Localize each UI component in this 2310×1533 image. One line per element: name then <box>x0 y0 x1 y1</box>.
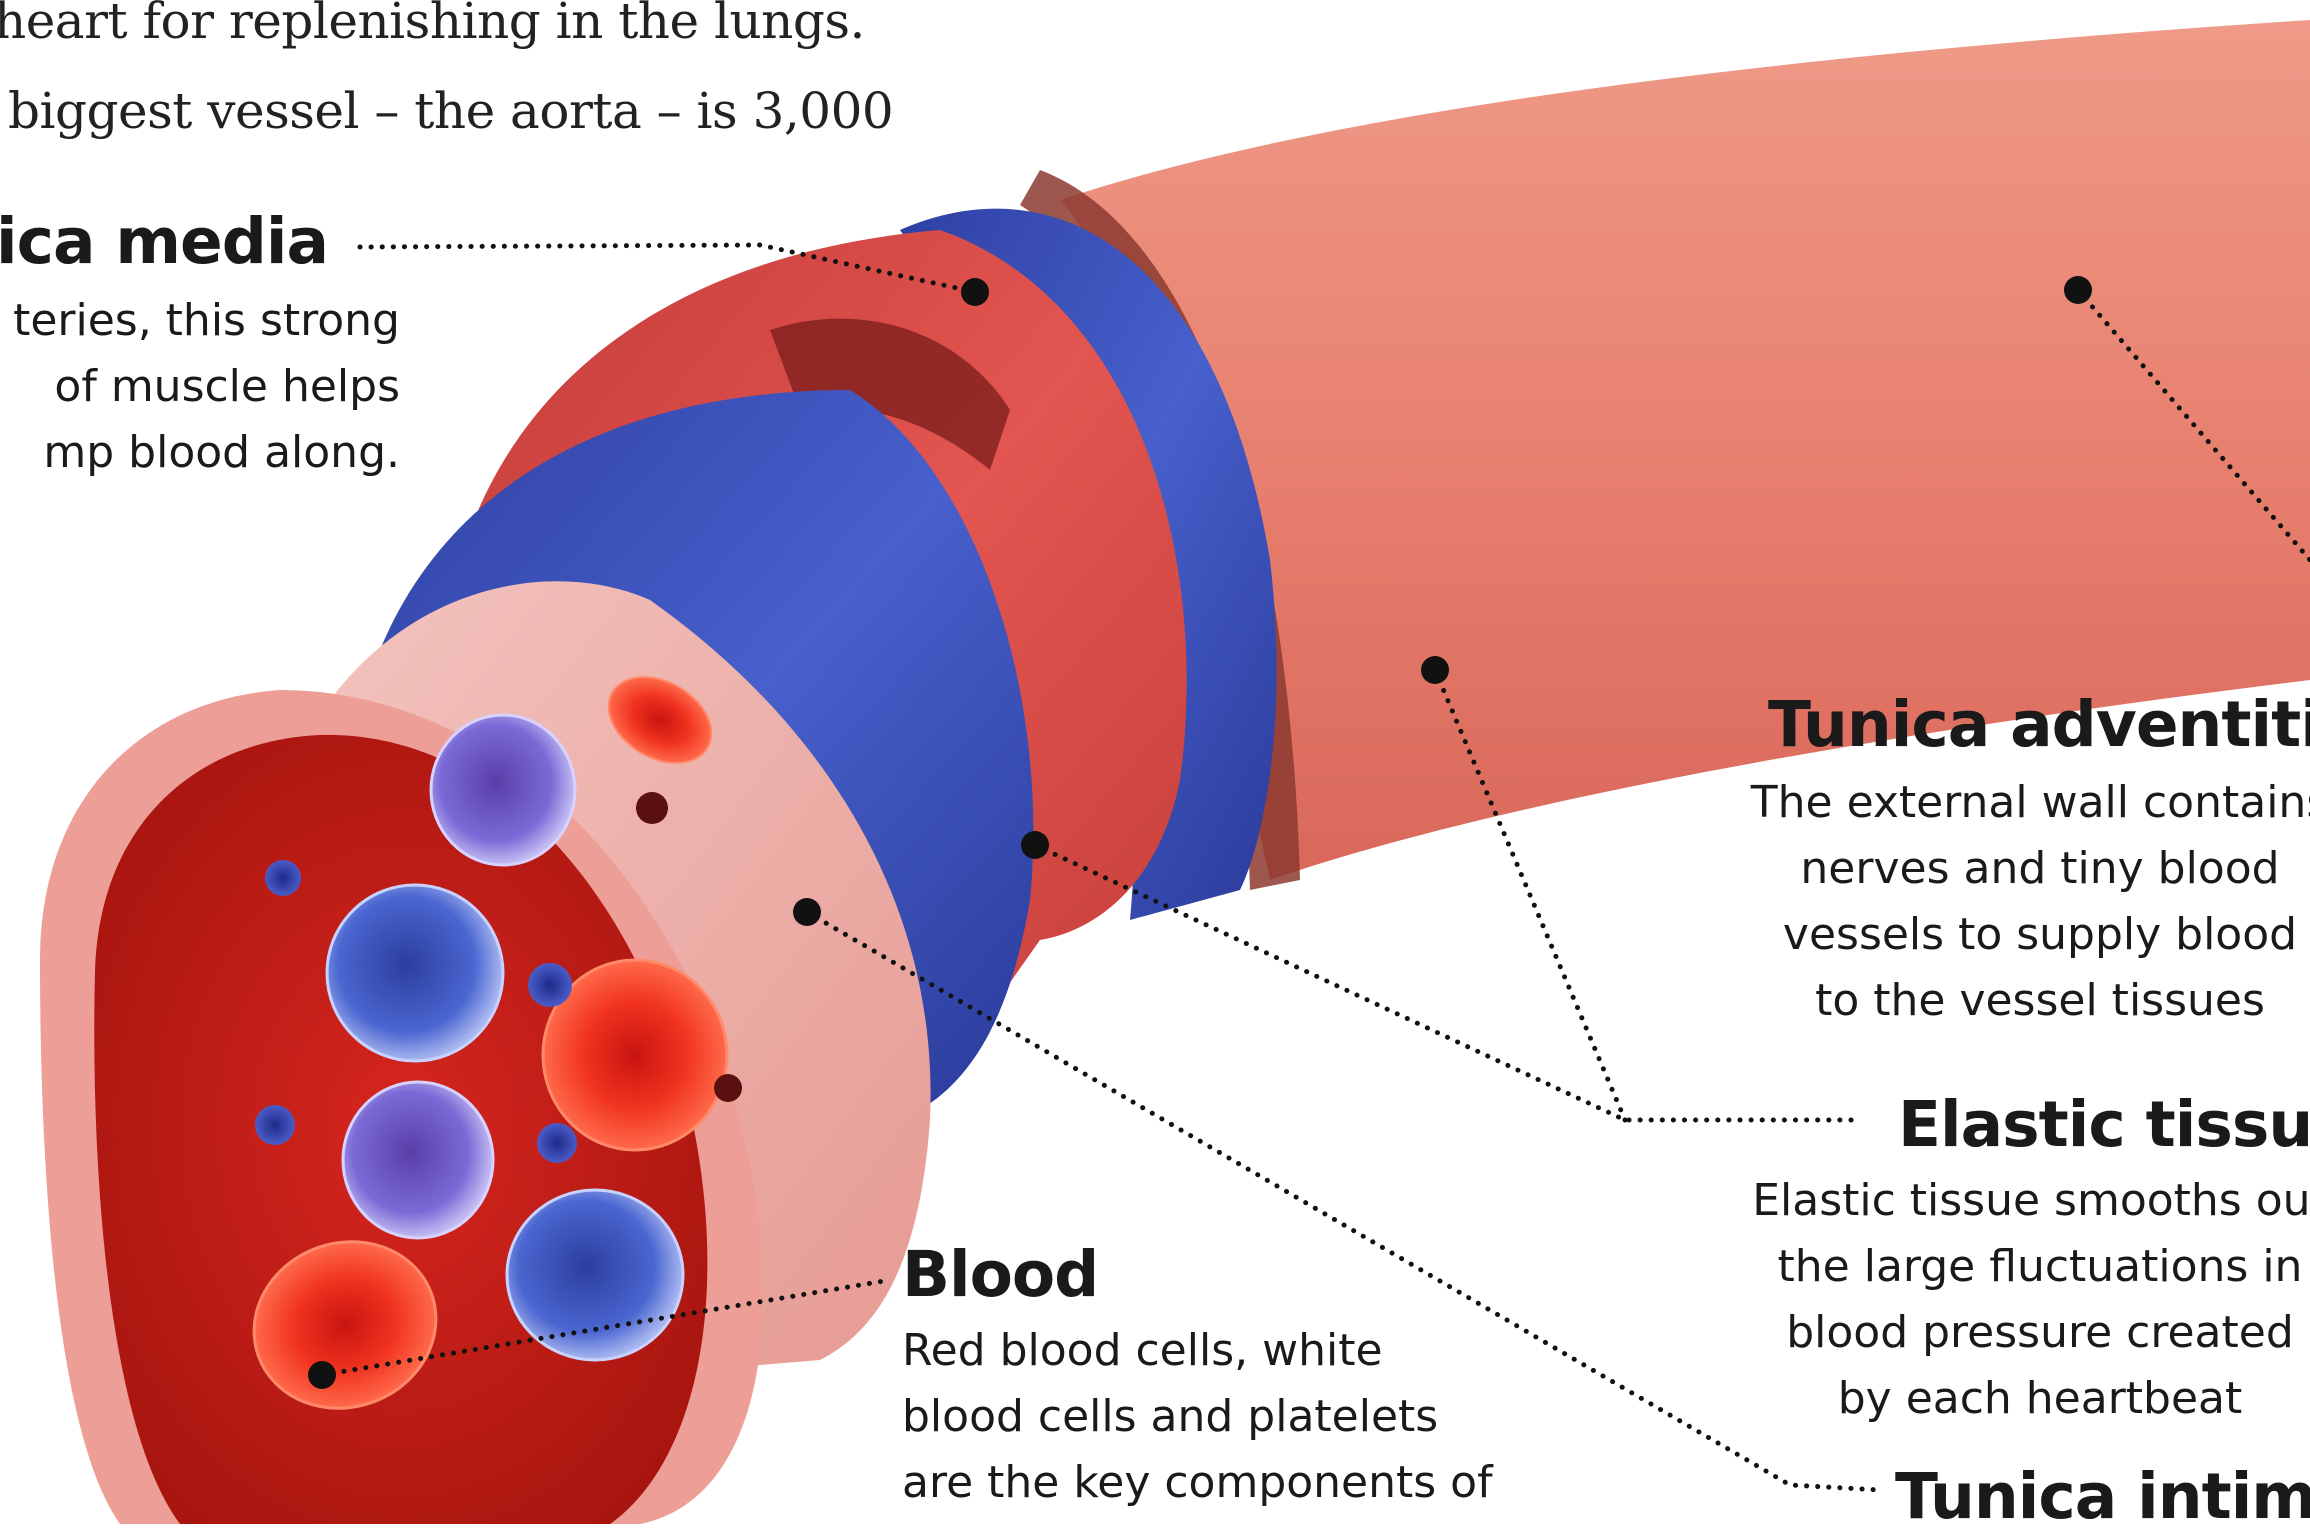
tunica-intima-title: Tunica intima <box>1895 1460 2310 1533</box>
white-blood-cell <box>507 1190 683 1360</box>
violet-blood-cell <box>343 1082 493 1238</box>
tunica-adventitia-description: The external wall contains nerves and ti… <box>1700 770 2310 1034</box>
elastic-tissue-description: Elastic tissue smooths out the large flu… <box>1700 1168 2310 1432</box>
blood-line: Red blood cells, white <box>902 1318 1493 1384</box>
platelet <box>537 1123 577 1163</box>
blood-line: blood cells and platelets <box>902 1384 1493 1450</box>
tunica-adventitia-title: Tunica adventitia <box>1768 688 2310 761</box>
tunica-media-line: teries, this strong <box>0 288 400 354</box>
tunica-adventitia-line: nerves and tiny blood <box>1700 836 2310 902</box>
blood-title: Blood <box>902 1238 1098 1311</box>
blood-line: are the key components of <box>902 1450 1493 1516</box>
elastic-tissue-title: Elastic tissue <box>1898 1088 2310 1161</box>
platelet <box>636 792 668 824</box>
elastic-tissue-line: blood pressure created <box>1700 1300 2310 1366</box>
platelet <box>714 1074 742 1102</box>
elastic-tissue-line: by each heartbeat <box>1700 1366 2310 1432</box>
tunica-media-title: ica media <box>0 205 328 278</box>
violet-blood-cell <box>431 715 575 865</box>
intro-line-2: biggest vessel – the aorta – is 3,000 <box>8 82 893 140</box>
tunica-media-description: teries, this strong of muscle helps mp b… <box>0 288 400 486</box>
platelet <box>265 860 301 896</box>
tunica-adventitia-line: The external wall contains <box>1700 770 2310 836</box>
blood-description: Red blood cells, white blood cells and p… <box>902 1318 1493 1516</box>
tunica-adventitia-line: to the vessel tissues <box>1700 968 2310 1034</box>
white-blood-cell <box>327 885 503 1061</box>
elastic-tissue-line: the large fluctuations in <box>1700 1234 2310 1300</box>
platelet <box>528 963 572 1007</box>
tunica-media-line: mp blood along. <box>0 420 400 486</box>
tunica-media-line: of muscle helps <box>0 354 400 420</box>
intro-line-1: heart for replenishing in the lungs. <box>0 0 865 50</box>
platelet <box>255 1105 295 1145</box>
elastic-tissue-line: Elastic tissue smooths out <box>1700 1168 2310 1234</box>
tunica-adventitia-line: vessels to supply blood <box>1700 902 2310 968</box>
